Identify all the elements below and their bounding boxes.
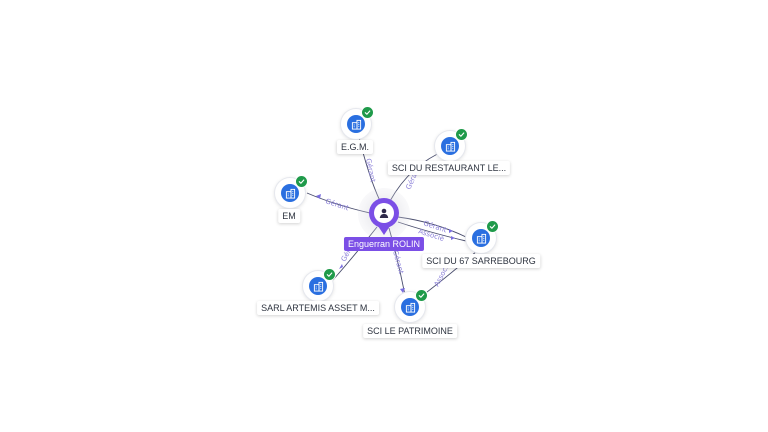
company-node-egm[interactable] [341, 106, 374, 139]
building-icon [405, 302, 416, 313]
building-icon [476, 233, 487, 244]
building-icon [313, 281, 324, 292]
arrow-em [316, 194, 321, 199]
building-icon [351, 119, 362, 130]
company-label-sci-patrimoine[interactable]: SCI LE PATRIMOINE [363, 324, 457, 338]
arrow-sci-patrimoine [400, 288, 405, 293]
building-icon [285, 188, 296, 199]
verified-check-icon [295, 175, 308, 188]
person-node[interactable] [369, 198, 399, 228]
building-icon [445, 141, 456, 152]
verified-check-icon [323, 268, 336, 281]
company-node-sci-sarrebourg[interactable] [466, 220, 499, 253]
company-node-em[interactable] [275, 175, 308, 208]
company-label-egm[interactable]: E.G.M. [336, 140, 374, 154]
verified-check-icon [415, 289, 428, 302]
arrow-sci-sarrebourg-1 [449, 229, 453, 233]
edge-label-em: Gérant [324, 197, 350, 212]
company-label-sci-sarrebourg[interactable]: SCI DU 67 SARREBOURG [422, 254, 540, 268]
arrow-sci-sarrebourg-2 [451, 236, 455, 240]
company-label-sarl-artemis[interactable]: SARL ARTEMIS ASSET M... [257, 301, 379, 315]
company-label-em[interactable]: EM [278, 209, 300, 223]
verified-check-icon [486, 220, 499, 233]
edge-label-sci-patrimoine-gerant: Gérant [391, 249, 405, 275]
company-label-sci-restaurant[interactable]: SCI DU RESTAURANT LE... [387, 161, 511, 175]
company-node-sarl-artemis[interactable] [303, 268, 336, 301]
company-node-sci-restaurant[interactable] [435, 128, 468, 161]
center-node-pointer [378, 226, 390, 235]
verified-check-icon [361, 106, 374, 119]
arrow-sarl-artemis [339, 264, 343, 269]
person-icon [379, 208, 389, 218]
edge-label-egm: Gérant [364, 158, 377, 183]
company-node-sci-patrimoine[interactable] [395, 289, 428, 322]
verified-check-icon [455, 128, 468, 141]
person-label[interactable]: Enguerran ROLIN [343, 237, 425, 251]
